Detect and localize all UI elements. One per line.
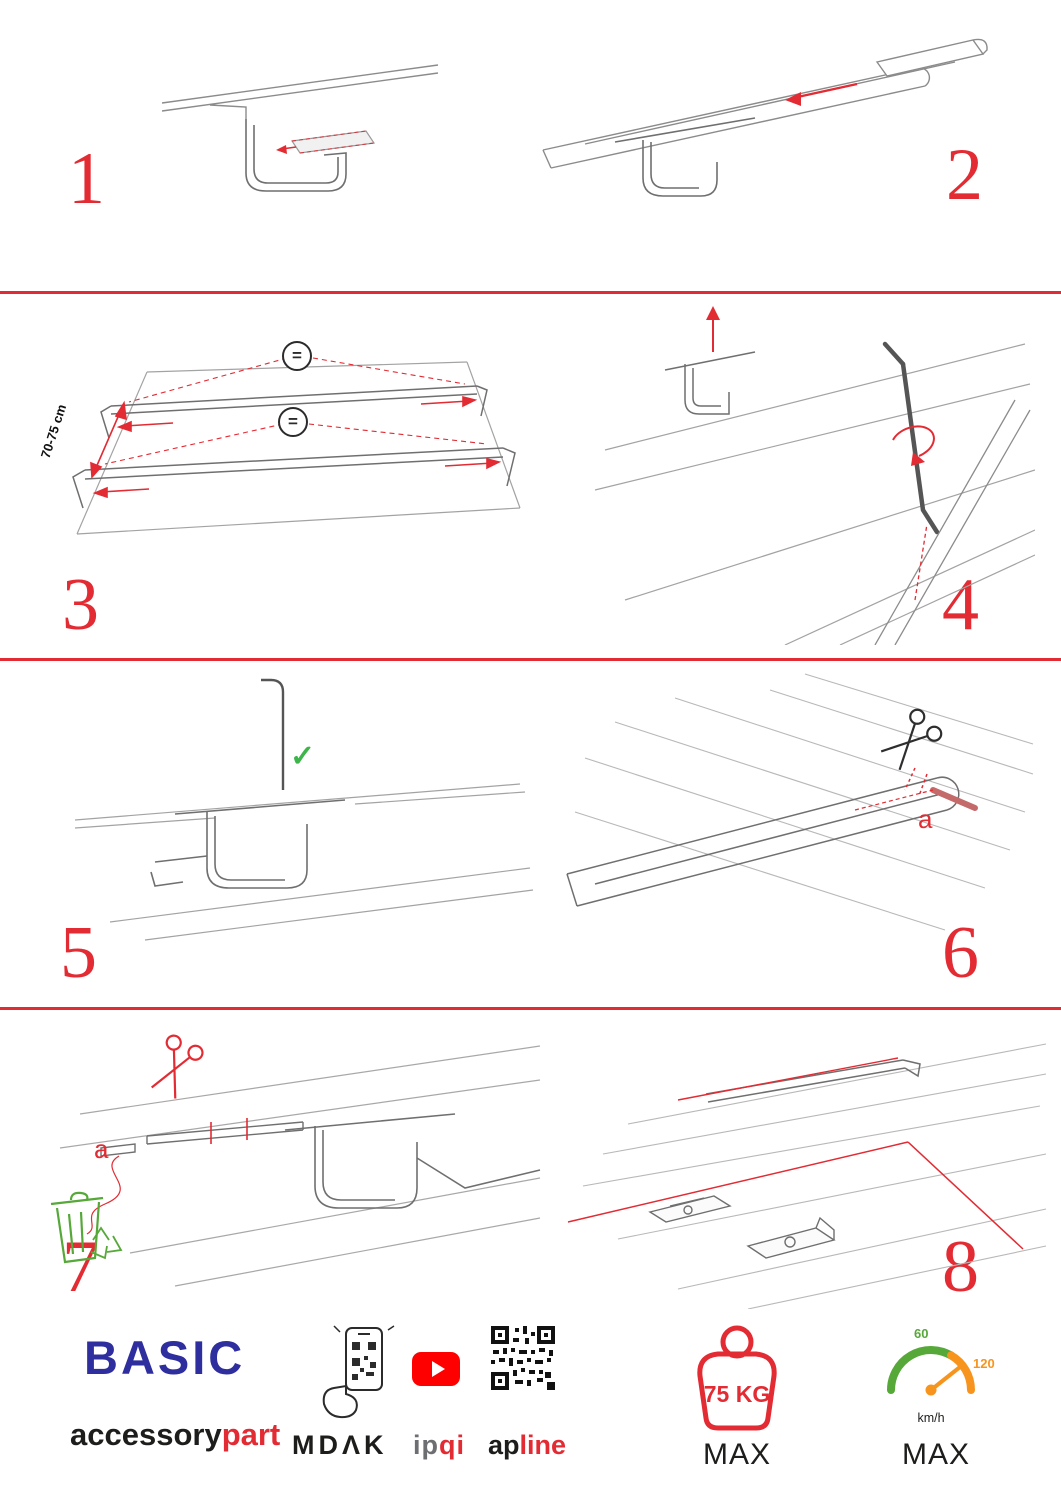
qr-site-label: apline (488, 1432, 566, 1459)
hand (322, 1384, 358, 1419)
clamp (150, 799, 346, 889)
step6-part-label: a (918, 804, 933, 834)
speed-unit: km/h (917, 1411, 944, 1425)
cut-marks (210, 1118, 248, 1144)
crossbar-front (100, 385, 488, 439)
youtube-icon (412, 1352, 460, 1386)
max-load-label: MAX (702, 1438, 771, 1471)
step-5-number: 5 (60, 912, 97, 994)
roof-ribs (582, 1043, 1047, 1309)
equal-guides (104, 357, 488, 465)
equal-badge-front: = (282, 341, 312, 371)
step7-part-label: a (94, 1134, 109, 1164)
scissors-icon (880, 708, 943, 771)
phone-qr (352, 1342, 376, 1380)
crossbar (542, 61, 956, 169)
step-1-illustration (161, 64, 439, 192)
speed-tick-high: 120 (973, 1356, 995, 1371)
turn-arrow (892, 425, 935, 466)
rubber-pad (276, 130, 376, 154)
youtube-channel-label: ipqi (413, 1432, 465, 1459)
section-divider-1 (0, 291, 1061, 294)
rubber-strip (854, 787, 978, 811)
step-2-number: 2 (946, 134, 983, 216)
equal-badge-rear: = (278, 407, 308, 437)
youtube-channel-black: ip (413, 1430, 439, 1460)
clamp (614, 117, 756, 197)
play-icon (431, 1361, 445, 1377)
brand-name: accessorypart (70, 1419, 280, 1450)
step-6-illustration (566, 673, 1034, 931)
scan-app-label: MDΛK (292, 1430, 388, 1460)
roof-lines (594, 343, 1035, 645)
hook-rod (261, 678, 285, 790)
step-2-illustration (542, 38, 988, 197)
step-4-illustration (594, 306, 1035, 645)
step-7-illustration (50, 1034, 541, 1287)
scissors-icon (151, 1034, 204, 1099)
section-divider-3 (0, 1007, 1061, 1010)
slide-arrow (785, 82, 858, 106)
scan-phone-icon (322, 1325, 395, 1419)
youtube-channel-red: qi (439, 1430, 465, 1460)
step-8-illustration (567, 1043, 1047, 1309)
qr-site-black: ap (488, 1430, 520, 1460)
roof-edge (161, 64, 439, 119)
check-icon: ✓ (290, 740, 316, 773)
step-6-number: 6 (942, 912, 979, 994)
step-5-illustration (74, 678, 534, 941)
weight-outline (697, 1325, 777, 1431)
crossbar-rear (72, 447, 516, 509)
roof-lines (74, 783, 534, 941)
qr-code (489, 1324, 557, 1392)
step-3-number: 3 (62, 564, 99, 646)
trash-bin-icon (50, 1191, 104, 1264)
qr-site-red: line (519, 1430, 567, 1460)
speedometer-icon: 60 120 km/h (887, 1326, 995, 1425)
step-1-number: 1 (68, 138, 105, 220)
foot-part-2 (746, 1216, 836, 1259)
recycle-icon (90, 1226, 123, 1260)
brand-name-black: accessory (70, 1417, 222, 1452)
foot-part-1 (648, 1195, 732, 1223)
roof-lines (59, 1045, 541, 1287)
weight-icon: 75 KG (697, 1325, 777, 1431)
step-7-number: 7 (62, 1226, 99, 1308)
crossbar (705, 1059, 921, 1103)
insert-arrow (706, 306, 720, 352)
max-load-value: 75 KG (704, 1381, 770, 1407)
brand-title: BASIC (84, 1331, 246, 1384)
rail-channel (874, 399, 1031, 645)
dimension-arrows (90, 395, 502, 499)
gauge-needle (925, 1365, 962, 1396)
discard-line (86, 1155, 121, 1235)
max-speed-label: MAX (901, 1438, 970, 1471)
crossbar-tube (566, 776, 960, 907)
clamp-bracket (245, 119, 347, 192)
red-guides (567, 1141, 1024, 1250)
clamp (664, 351, 756, 415)
allen-key-icon (882, 341, 940, 535)
brand-name-red: part (221, 1417, 281, 1452)
gauge-arcs (887, 1346, 975, 1394)
qr-modules (491, 1326, 555, 1390)
end-strip (875, 38, 988, 77)
cut-dashes (904, 767, 928, 797)
phone-body (333, 1325, 395, 1391)
step-4-number: 4 (942, 564, 979, 646)
speed-tick-low: 60 (914, 1326, 928, 1341)
strip (100, 1121, 304, 1157)
section-divider-2 (0, 658, 1061, 661)
clamp (284, 1113, 541, 1209)
red-guide-top (677, 1057, 899, 1101)
